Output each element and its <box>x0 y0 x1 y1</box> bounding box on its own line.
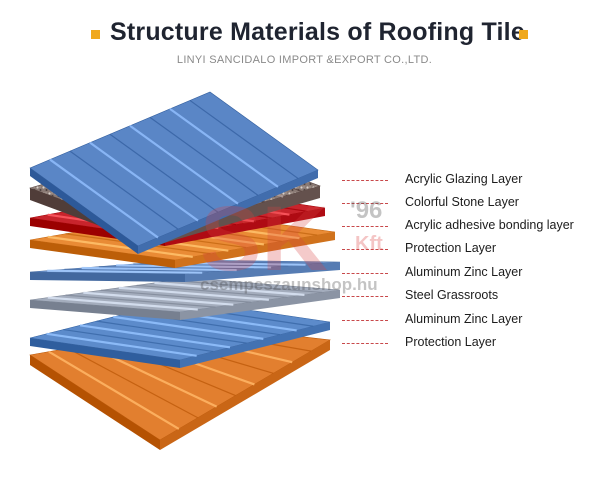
page-title: Structure Materials of Roofing Tile <box>110 18 525 46</box>
roof-sheet-layer-5 <box>29 259 341 282</box>
company-subtitle: LINYI SANCIDALO IMPORT &EXPORT CO.,LTD. <box>176 54 433 66</box>
title-bullet-right <box>519 30 528 39</box>
roof-sheet-layer-7 <box>29 299 331 368</box>
roof-sheet-layer-1 <box>29 91 319 254</box>
title-bullet-left <box>91 30 100 39</box>
roof-sheet-layer-6 <box>29 277 341 320</box>
title-row: Structure Materials of Roofing Tile <box>0 18 609 52</box>
